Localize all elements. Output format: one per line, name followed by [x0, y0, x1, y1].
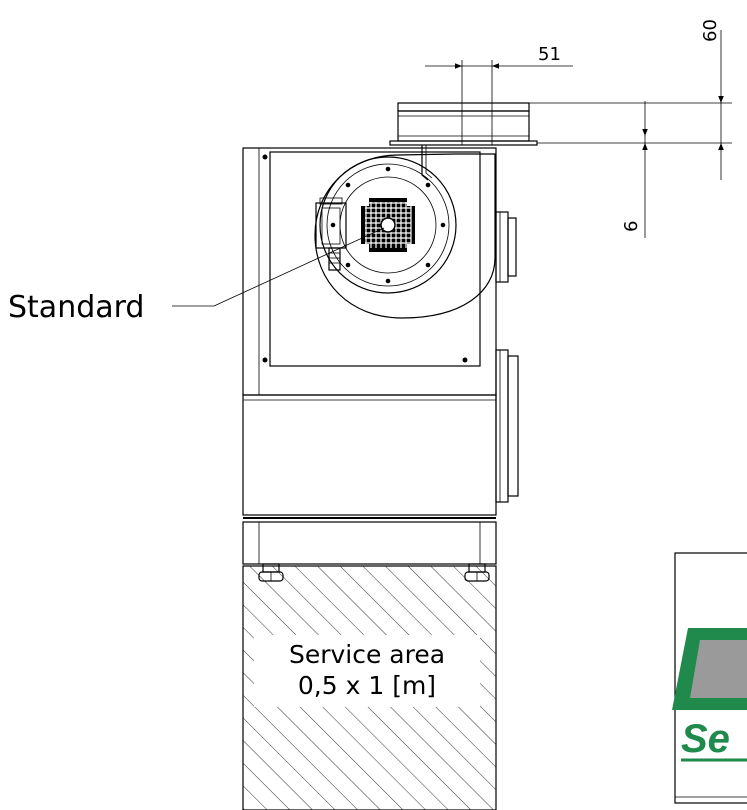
- title-block: Se: [672, 552, 747, 804]
- fan-bolt-holes: [330, 166, 446, 284]
- dimension-height-60: 60: [529, 19, 732, 180]
- logo-fragment: Se: [681, 717, 730, 761]
- standard-label: Standard: [8, 290, 144, 325]
- base-section: [242, 521, 497, 565]
- company-logo: Se: [672, 628, 747, 762]
- dimension-60-value: 60: [700, 19, 721, 42]
- service-area: Service area 0,5 x 1 [m]: [242, 565, 497, 810]
- motor-grille: [361, 198, 415, 252]
- top-outlet-flange: [389, 60, 538, 146]
- service-area-size: 0,5 x 1 [m]: [298, 671, 436, 700]
- side-spigot-lower: [495, 349, 519, 503]
- side-spigot-upper: [495, 211, 517, 283]
- fan-assembly: [314, 145, 496, 319]
- unit-housing: [242, 147, 497, 396]
- service-area-label: Service area: [289, 640, 445, 669]
- filter-section: [242, 394, 497, 523]
- dimension-51-value: 51: [538, 44, 561, 65]
- dimension-width-51: 51: [425, 44, 573, 69]
- dimension-gap-6: 6: [621, 101, 648, 238]
- standard-callout: Standard: [8, 227, 385, 325]
- dimension-6-value: 6: [621, 221, 642, 232]
- terminal-box: [315, 197, 347, 271]
